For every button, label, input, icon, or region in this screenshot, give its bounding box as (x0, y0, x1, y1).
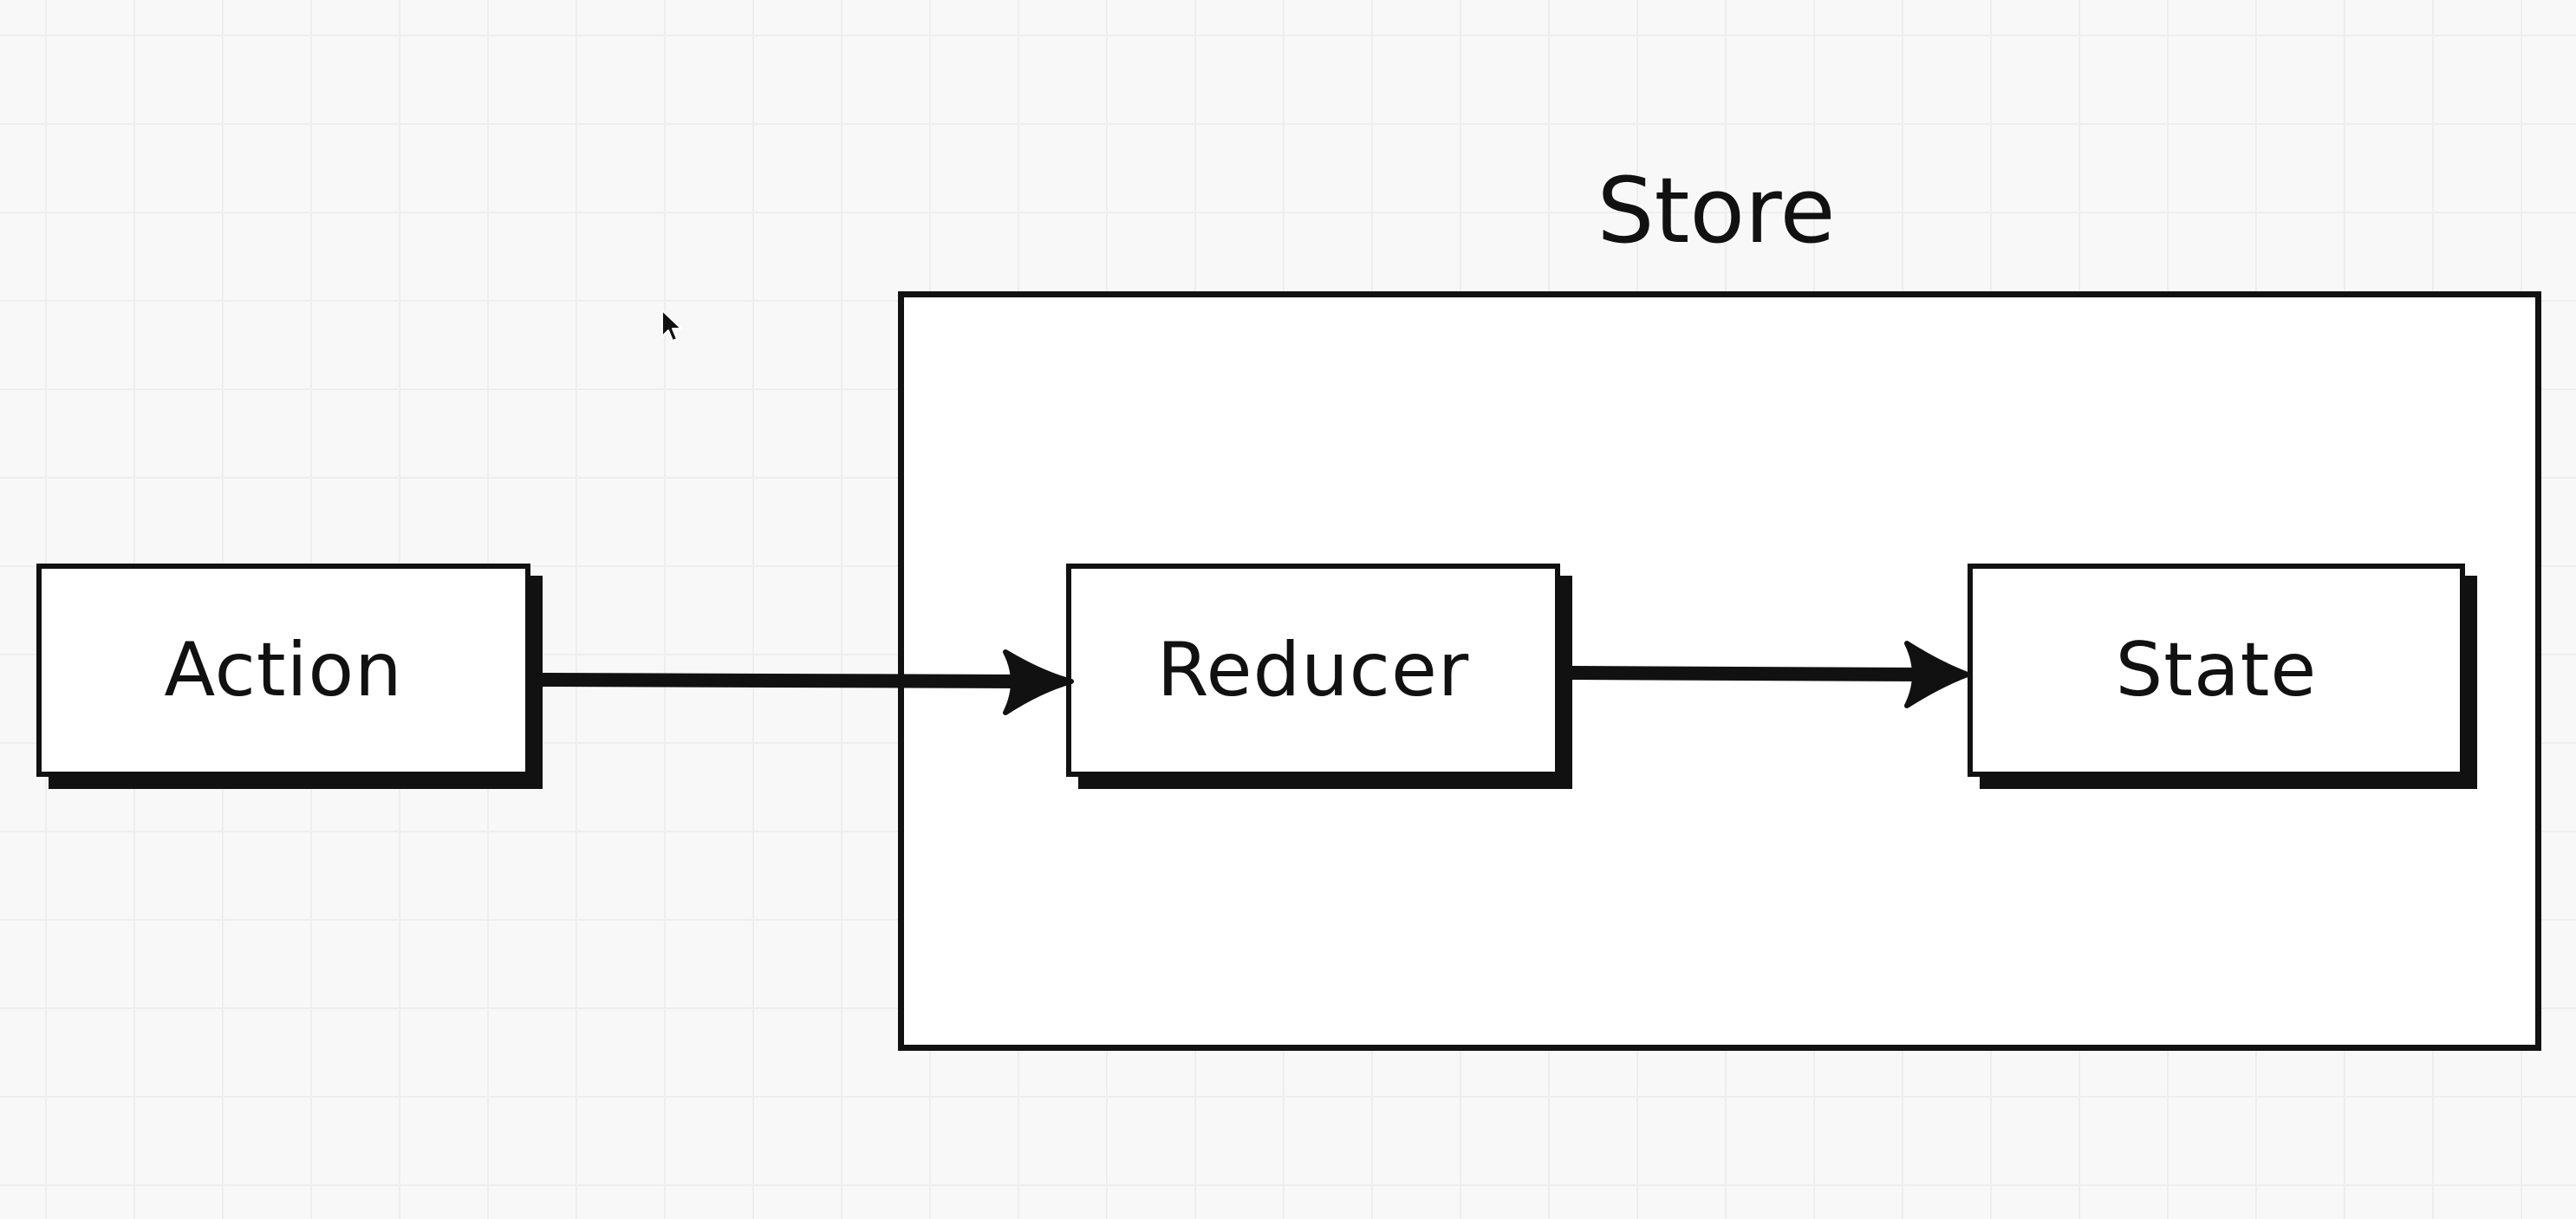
state-label: State (2115, 627, 2318, 714)
state-node: State (1968, 564, 2465, 777)
reducer-label: Reducer (1156, 627, 1470, 714)
store-title: Store (1597, 158, 1836, 264)
reducer-node: Reducer (1066, 564, 1560, 777)
mouse-cursor-icon (661, 310, 682, 342)
action-label: Action (164, 627, 403, 714)
action-node: Action (36, 564, 530, 777)
